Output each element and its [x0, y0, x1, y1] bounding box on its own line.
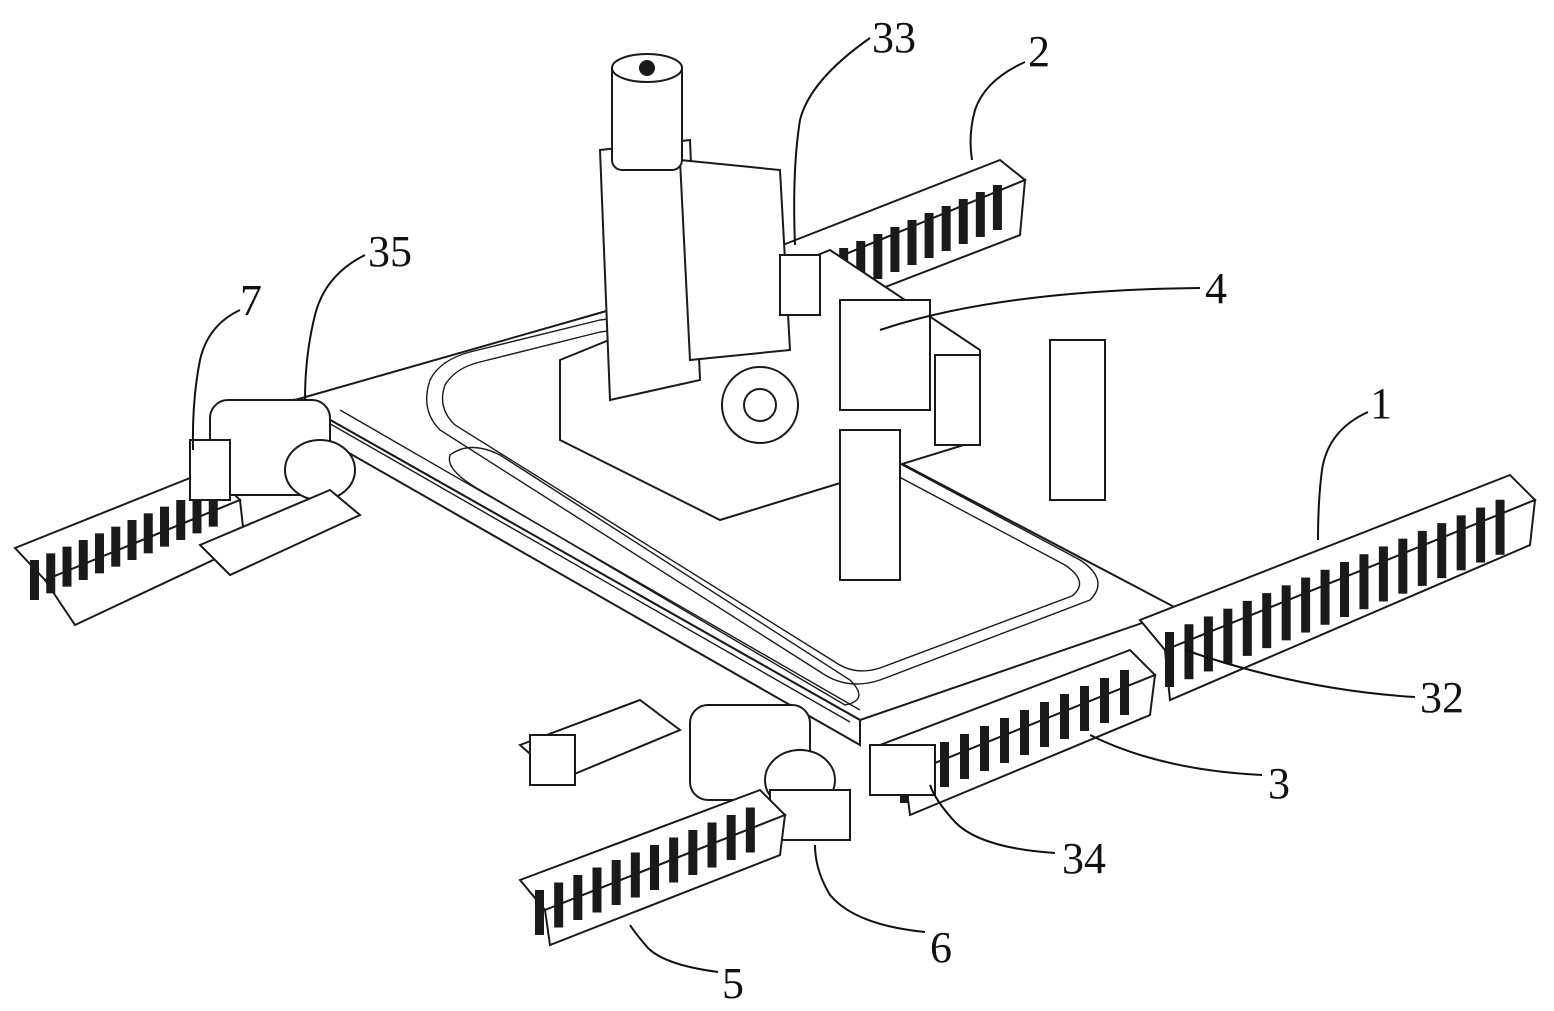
leader-6 [814, 844, 926, 933]
track-link [992, 185, 1002, 230]
track-link [980, 726, 989, 771]
label-4: 4 [1205, 264, 1227, 313]
track-1 [1138, 473, 1537, 702]
reference-numerals: 33 2 35 7 4 1 32 3 34 6 5 [240, 13, 1464, 1008]
track-link [1040, 702, 1049, 747]
track-link [192, 493, 202, 534]
track-link [1398, 538, 1408, 594]
track-link [1100, 678, 1109, 723]
track-link [573, 875, 583, 920]
track-link [1495, 499, 1505, 555]
track-link [669, 837, 679, 883]
drive-unit-35 [189, 399, 362, 577]
track-link [208, 486, 218, 527]
label-3: 3 [1268, 759, 1290, 808]
track-link [1120, 670, 1129, 715]
track-link [1262, 593, 1272, 649]
turret-4 [559, 53, 1106, 581]
track-link [1320, 569, 1330, 625]
track-link [726, 815, 736, 860]
label-6: 6 [930, 923, 952, 972]
label-1: 1 [1370, 379, 1392, 428]
track-link [1000, 718, 1009, 763]
leader-lines [191, 37, 1416, 973]
track-link [1281, 585, 1291, 641]
leader-34 [929, 784, 1056, 854]
track-link [940, 742, 949, 787]
track-link [611, 860, 621, 905]
track-link [1223, 608, 1233, 664]
track-link [78, 540, 88, 580]
track-link [1456, 515, 1466, 571]
track-link [592, 867, 602, 913]
label-5: 5 [722, 959, 744, 1008]
leader-33 [793, 37, 871, 246]
track-link [1378, 546, 1388, 602]
track-link [160, 506, 169, 547]
track-link [890, 227, 900, 272]
track-link [1359, 554, 1369, 610]
track-link [688, 830, 698, 875]
track-link [554, 882, 564, 928]
track-link [856, 241, 866, 286]
track-link [975, 192, 985, 237]
track-link [1340, 562, 1349, 617]
track-link [630, 852, 640, 898]
track-link [1203, 616, 1213, 672]
leader-3 [1089, 734, 1263, 776]
leader-35 [304, 254, 366, 401]
drive-unit-6 [518, 698, 936, 841]
leader-1 [1317, 411, 1369, 541]
track-link [707, 822, 717, 868]
track-link [924, 213, 934, 258]
leader-4 [879, 287, 1201, 331]
track-link [176, 500, 186, 540]
track-7 [13, 468, 247, 627]
label-7: 7 [240, 276, 262, 325]
track-link [1417, 530, 1427, 586]
track-link [745, 807, 755, 853]
label-35: 35 [368, 227, 412, 276]
label-2: 2 [1028, 27, 1050, 76]
track-link [958, 199, 968, 244]
track-link [941, 206, 951, 251]
track-link [111, 526, 121, 567]
track-link [1242, 600, 1252, 656]
track-link [1476, 507, 1486, 563]
track-3 [878, 648, 1157, 817]
track-link [1080, 686, 1089, 731]
track-link [127, 520, 137, 560]
track-link [535, 890, 544, 935]
track-link [46, 553, 56, 594]
track-link [907, 220, 917, 265]
leader-7 [191, 309, 241, 451]
track-link [960, 734, 969, 779]
track-link [143, 513, 153, 554]
leader-5 [629, 924, 719, 973]
track-link [650, 845, 659, 890]
track-link [1437, 523, 1447, 579]
track-link [1165, 632, 1174, 687]
track-link [62, 546, 72, 587]
leader-32 [1184, 649, 1416, 698]
track-link [873, 234, 883, 279]
label-33: 33 [872, 13, 916, 62]
track-link [30, 560, 39, 600]
leader-2 [969, 61, 1026, 161]
track-5 [518, 788, 787, 947]
track-link [95, 533, 104, 574]
label-32: 32 [1420, 673, 1464, 722]
track-link [1020, 710, 1029, 755]
track-link [1060, 694, 1069, 739]
track-link [1301, 577, 1311, 633]
label-34: 34 [1062, 834, 1106, 883]
